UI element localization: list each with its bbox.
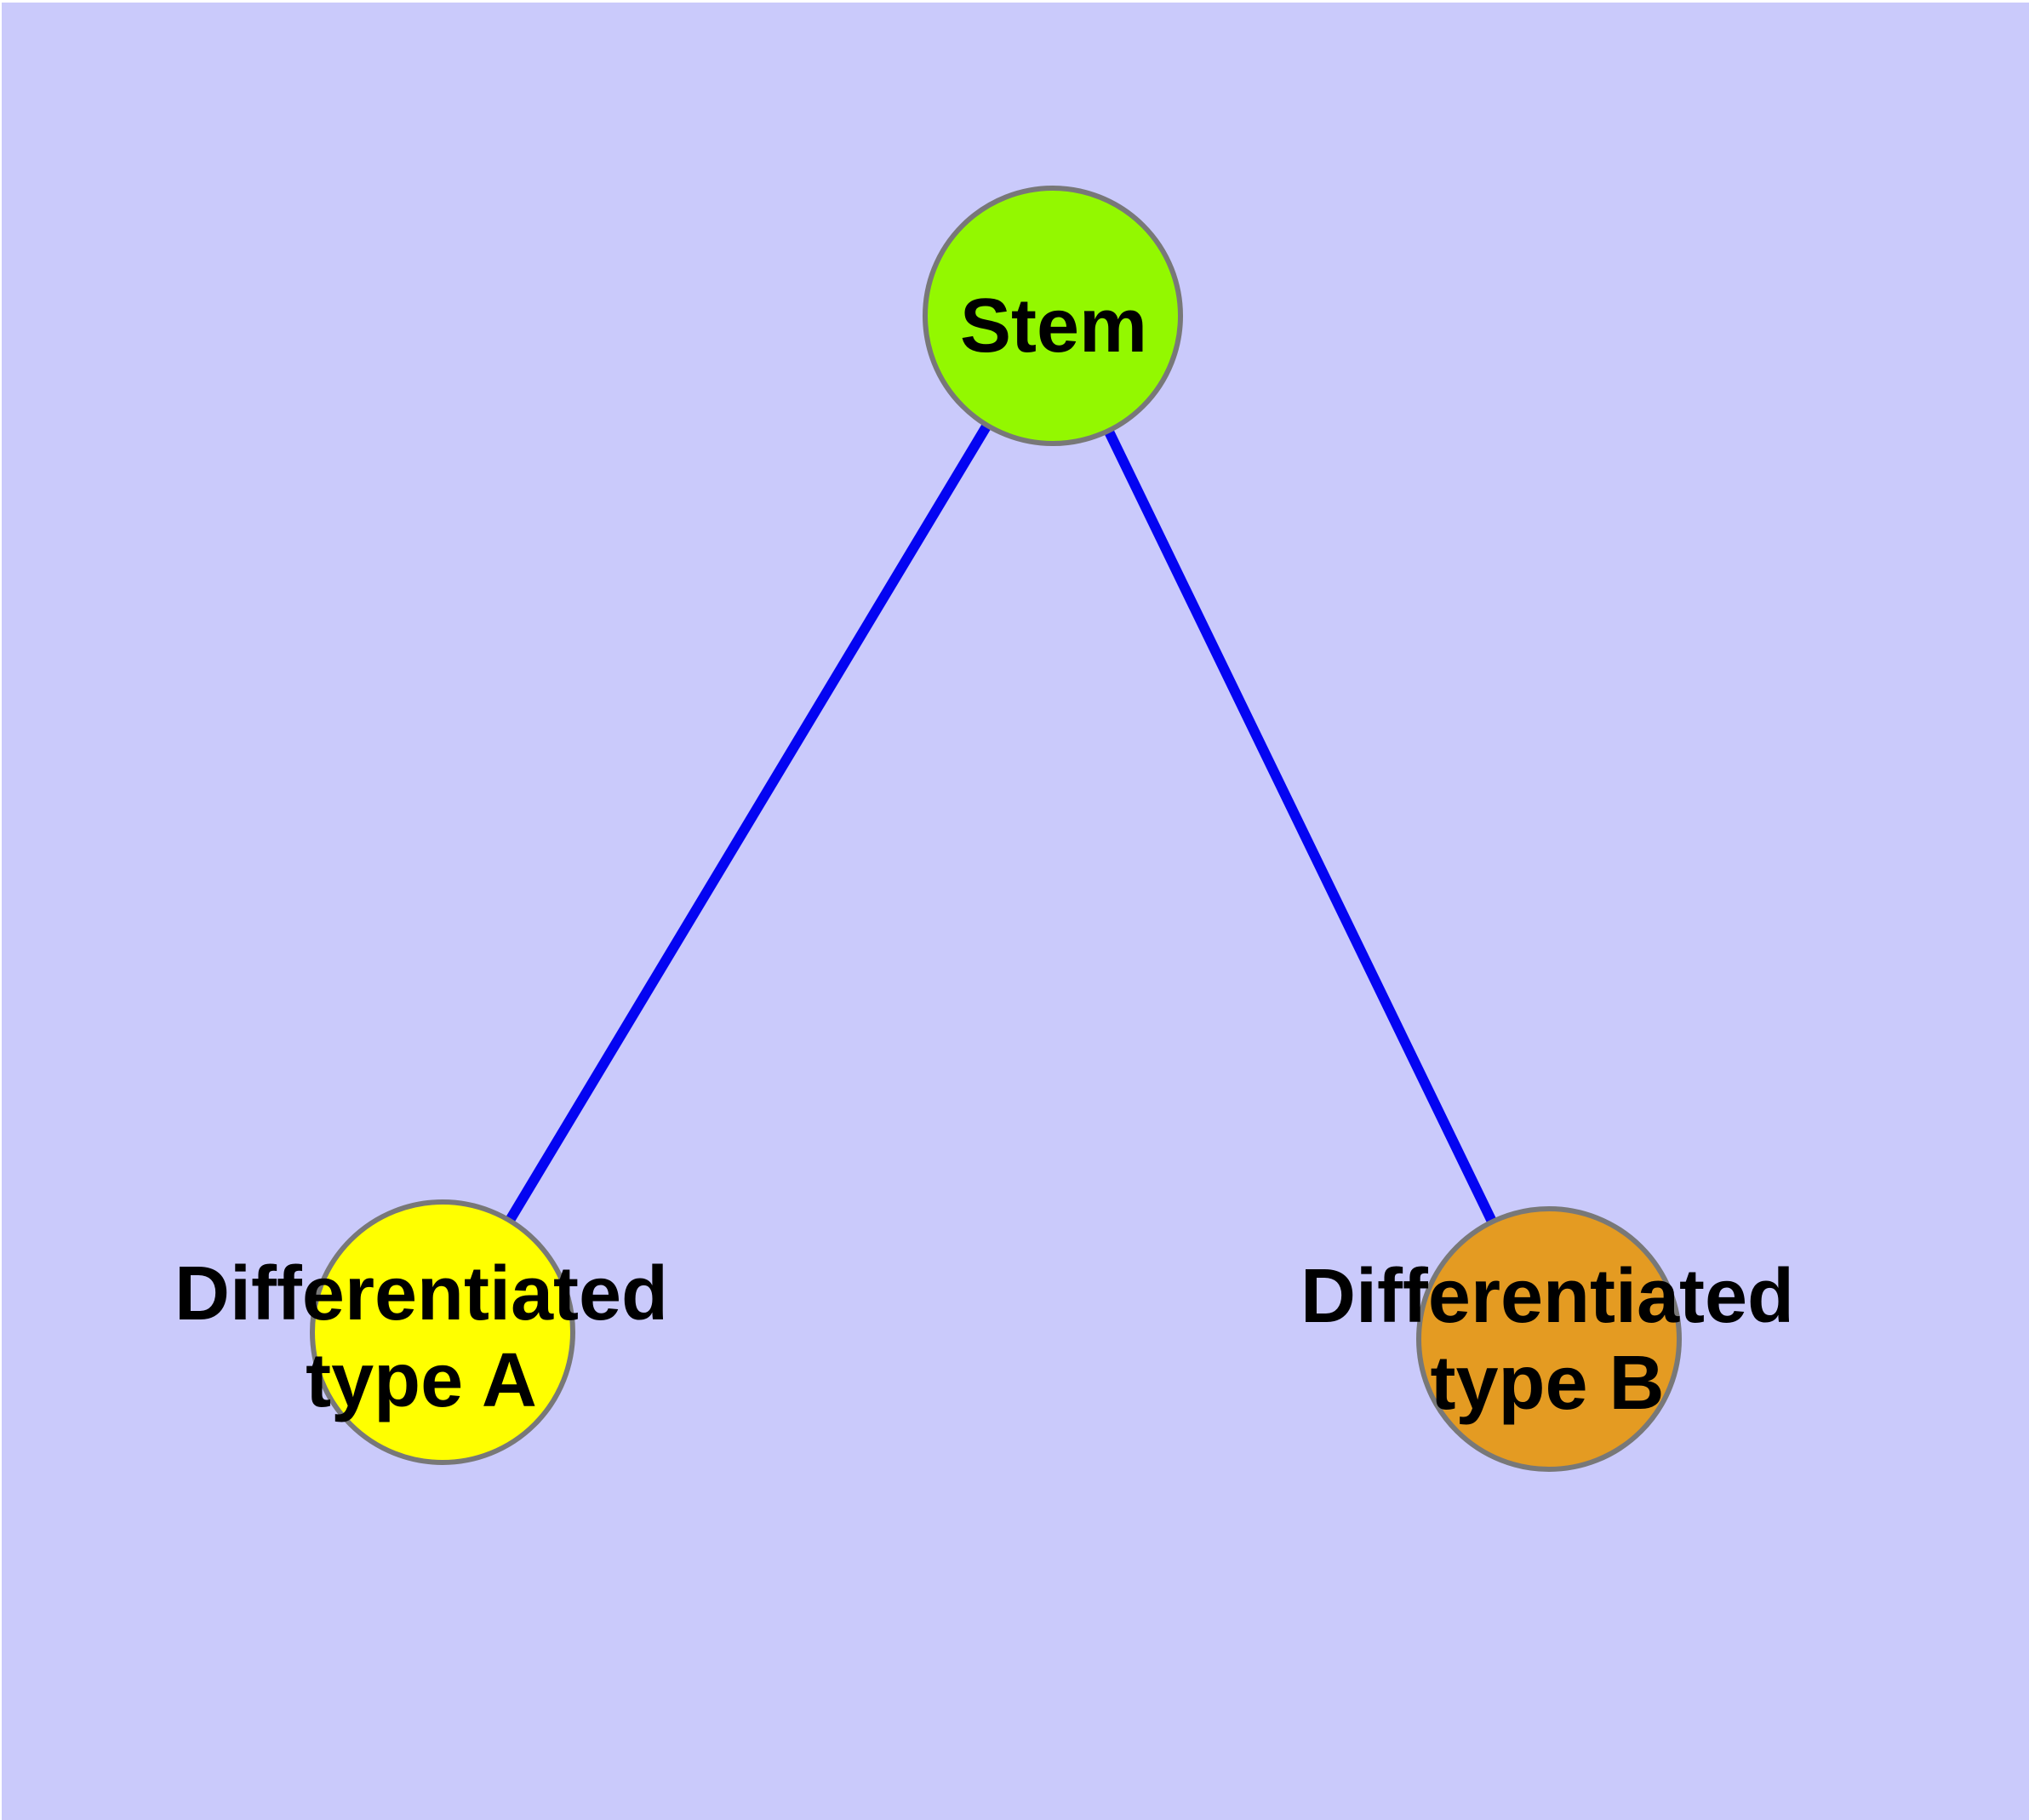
node-type-a: Differentiated type A — [174, 1199, 668, 1465]
node-type-a-label-line1: Differentiated — [174, 1251, 668, 1336]
edge-stem-to-type-b — [1048, 313, 1554, 1342]
node-stem-circle — [923, 186, 1183, 446]
node-type-b-circle — [1416, 1206, 1682, 1472]
node-stem: Stem — [923, 186, 1183, 446]
node-type-b-label-line2: type B — [1430, 1341, 1664, 1426]
edge-stem-to-type-a — [437, 312, 1058, 1336]
node-type-b: Differentiated type B — [1300, 1206, 1794, 1472]
node-stem-label: Stem — [960, 283, 1147, 369]
node-type-b-label-line1: Differentiated — [1300, 1254, 1794, 1339]
node-type-a-circle — [310, 1199, 575, 1465]
node-type-a-label-line2: type A — [306, 1338, 537, 1423]
